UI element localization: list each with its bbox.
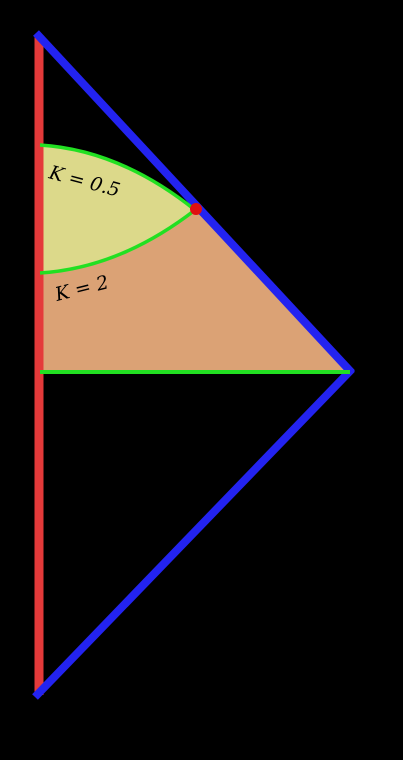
k-half-curve (39, 143, 197, 212)
intersection-point (190, 203, 202, 215)
future-null-boundary (33, 30, 355, 376)
past-null-boundary (32, 366, 355, 700)
k-two-curve (39, 208, 197, 275)
region-lower-fill (40, 210, 350, 372)
region-upper-fill (40, 145, 195, 273)
